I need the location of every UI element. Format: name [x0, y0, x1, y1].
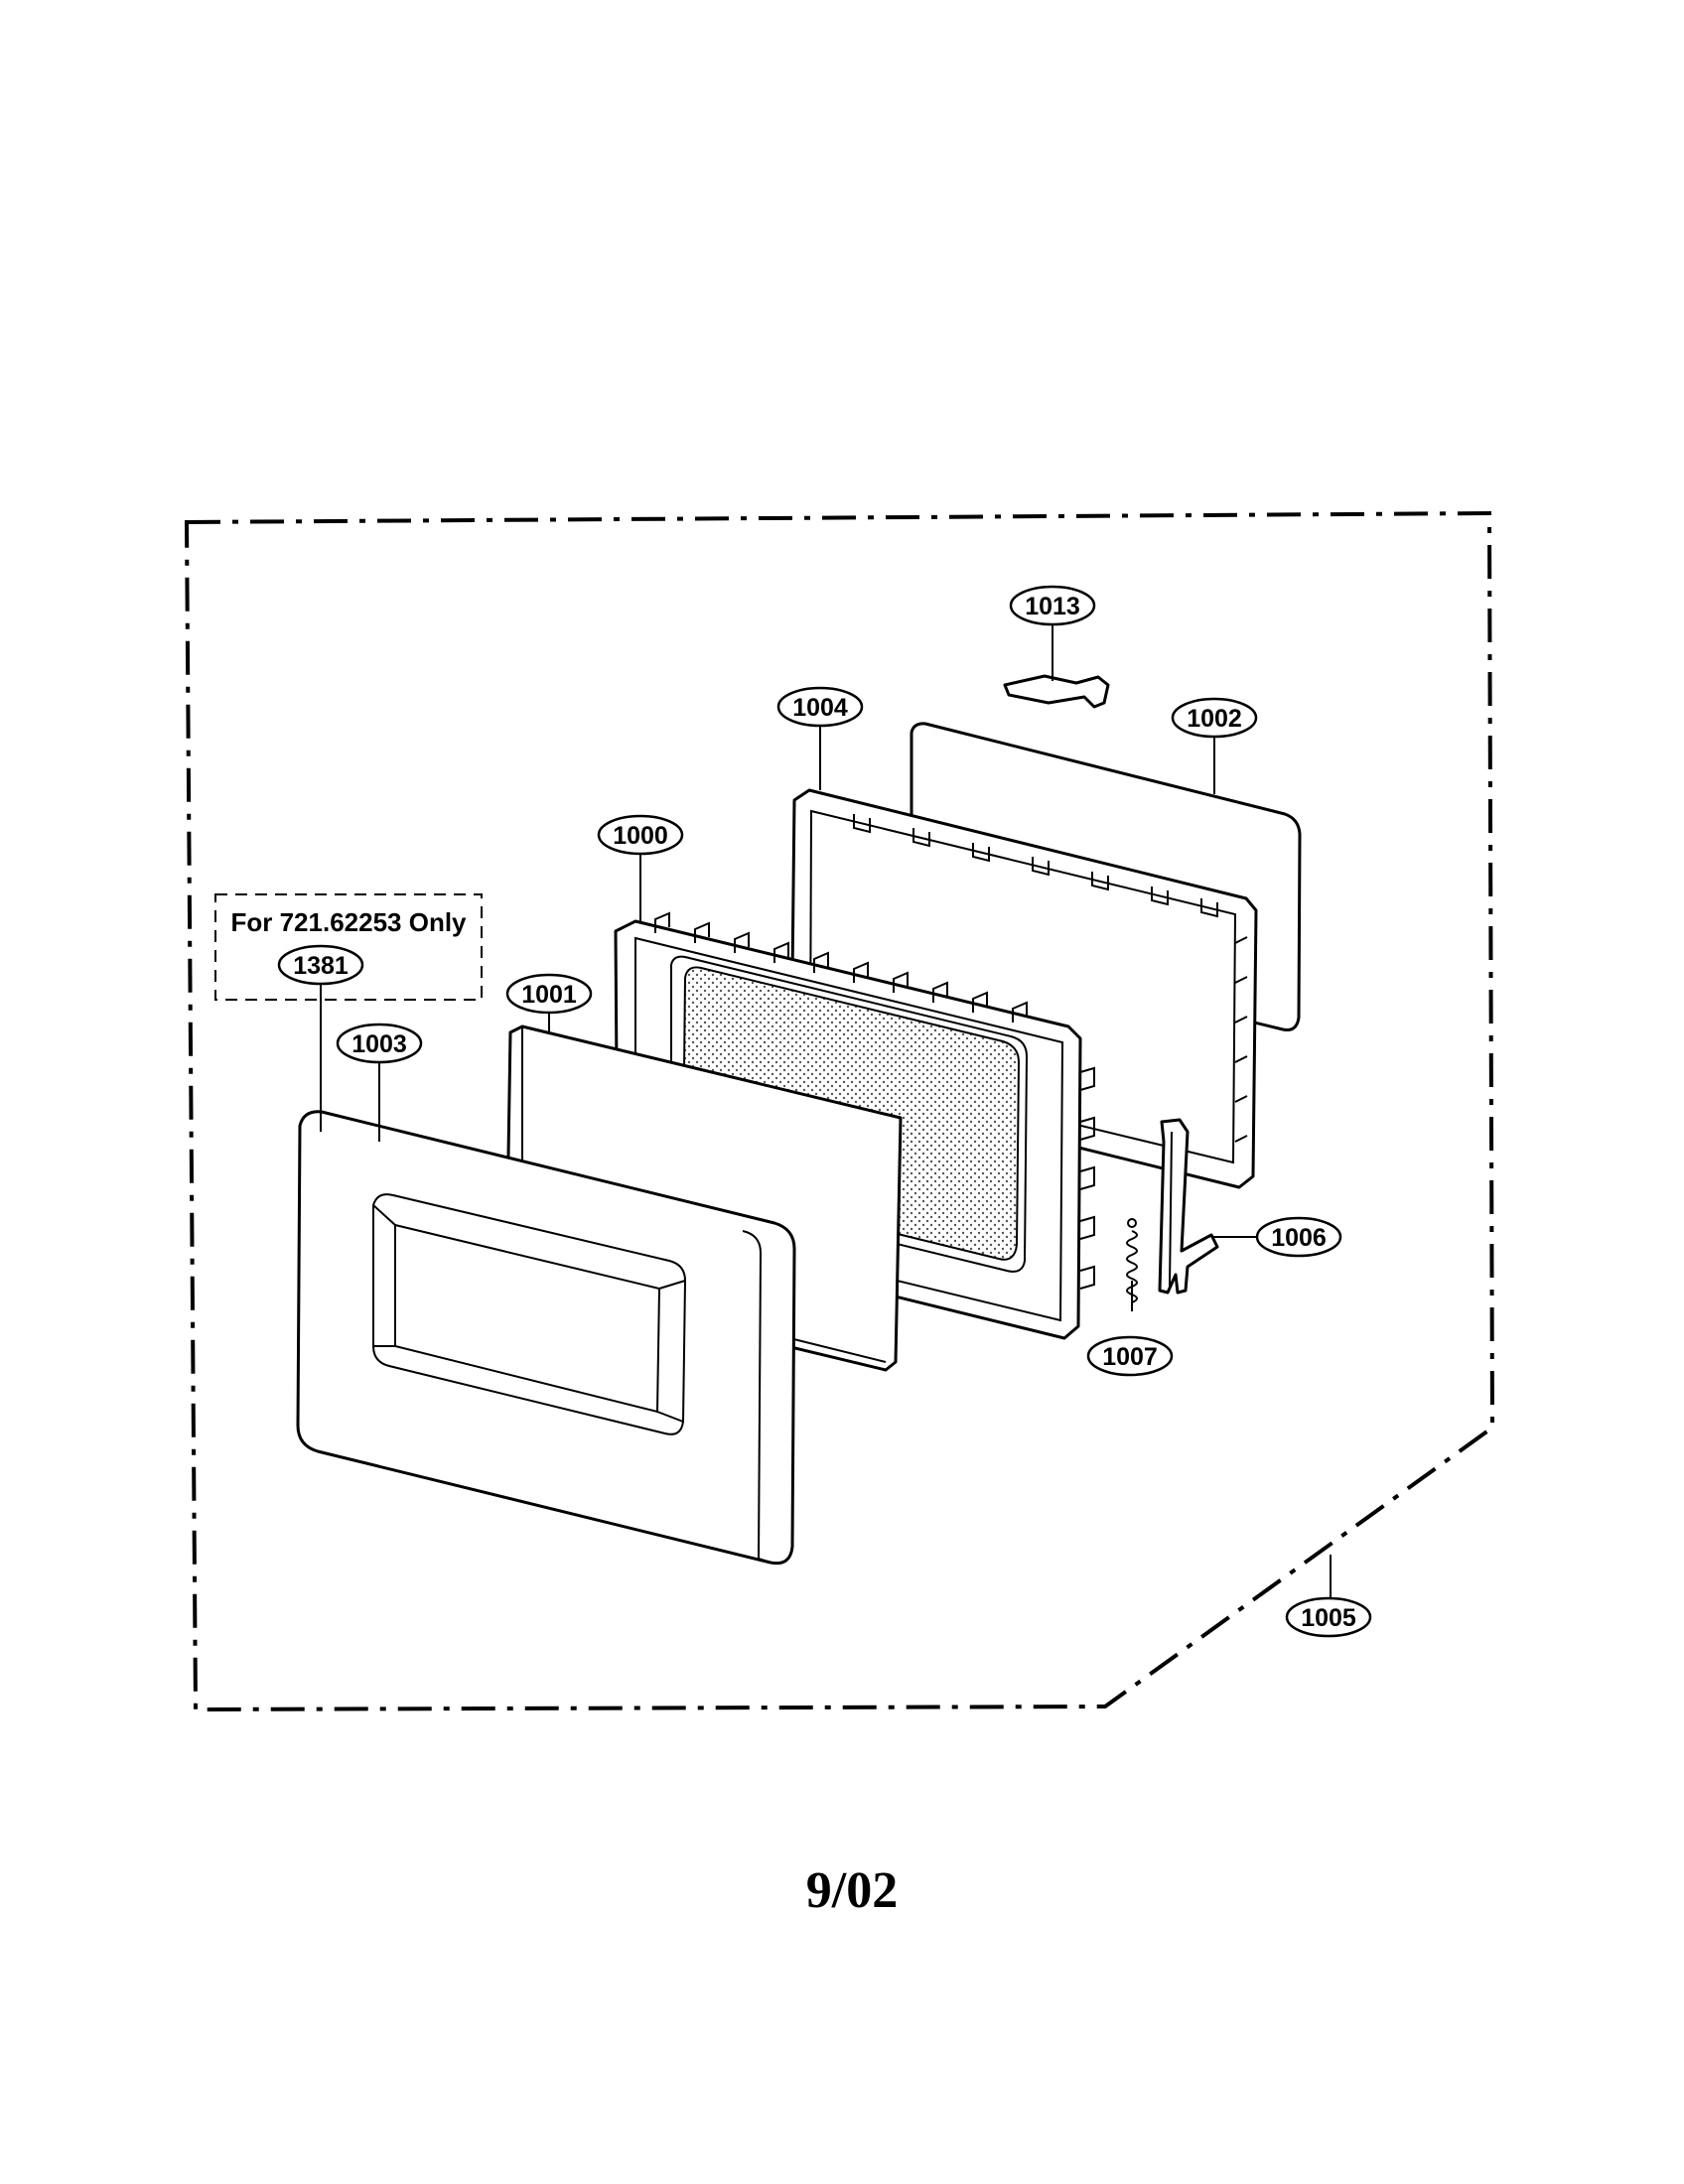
callout-1002: 1002	[1171, 697, 1258, 739]
part-1006-latch	[1158, 1118, 1219, 1295]
svg-text:1002: 1002	[1187, 705, 1242, 733]
callout-1007: 1007	[1086, 1335, 1174, 1377]
callout-1001: 1001	[505, 973, 593, 1015]
callout-1006: 1006	[1255, 1216, 1342, 1258]
svg-text:1000: 1000	[613, 822, 668, 850]
svg-text:1003: 1003	[351, 1030, 407, 1058]
callout-1005: 1005	[1285, 1596, 1372, 1638]
assembly-boundary	[184, 510, 1495, 1712]
svg-text:1013: 1013	[1025, 593, 1080, 620]
callout-1003: 1003	[336, 1023, 423, 1064]
svg-text:1007: 1007	[1102, 1343, 1158, 1371]
part-1003-door-panel	[296, 1110, 796, 1566]
svg-text:1006: 1006	[1271, 1224, 1327, 1252]
svg-text:1004: 1004	[792, 694, 848, 722]
note-text: For 721.62253 Only	[230, 907, 467, 937]
callout-1000: 1000	[597, 814, 684, 856]
callout-1004: 1004	[776, 686, 864, 728]
svg-text:1005: 1005	[1301, 1604, 1356, 1632]
date-footer: 9/02	[806, 1862, 898, 1919]
part-1007-spring	[1126, 1218, 1138, 1303]
svg-text:1381: 1381	[293, 952, 349, 980]
callout-1013: 1013	[1009, 585, 1096, 626]
note-box	[214, 893, 483, 1001]
callout-1381: 1381	[277, 944, 364, 986]
part-1013-clip	[1003, 674, 1110, 709]
svg-text:1001: 1001	[521, 981, 577, 1009]
